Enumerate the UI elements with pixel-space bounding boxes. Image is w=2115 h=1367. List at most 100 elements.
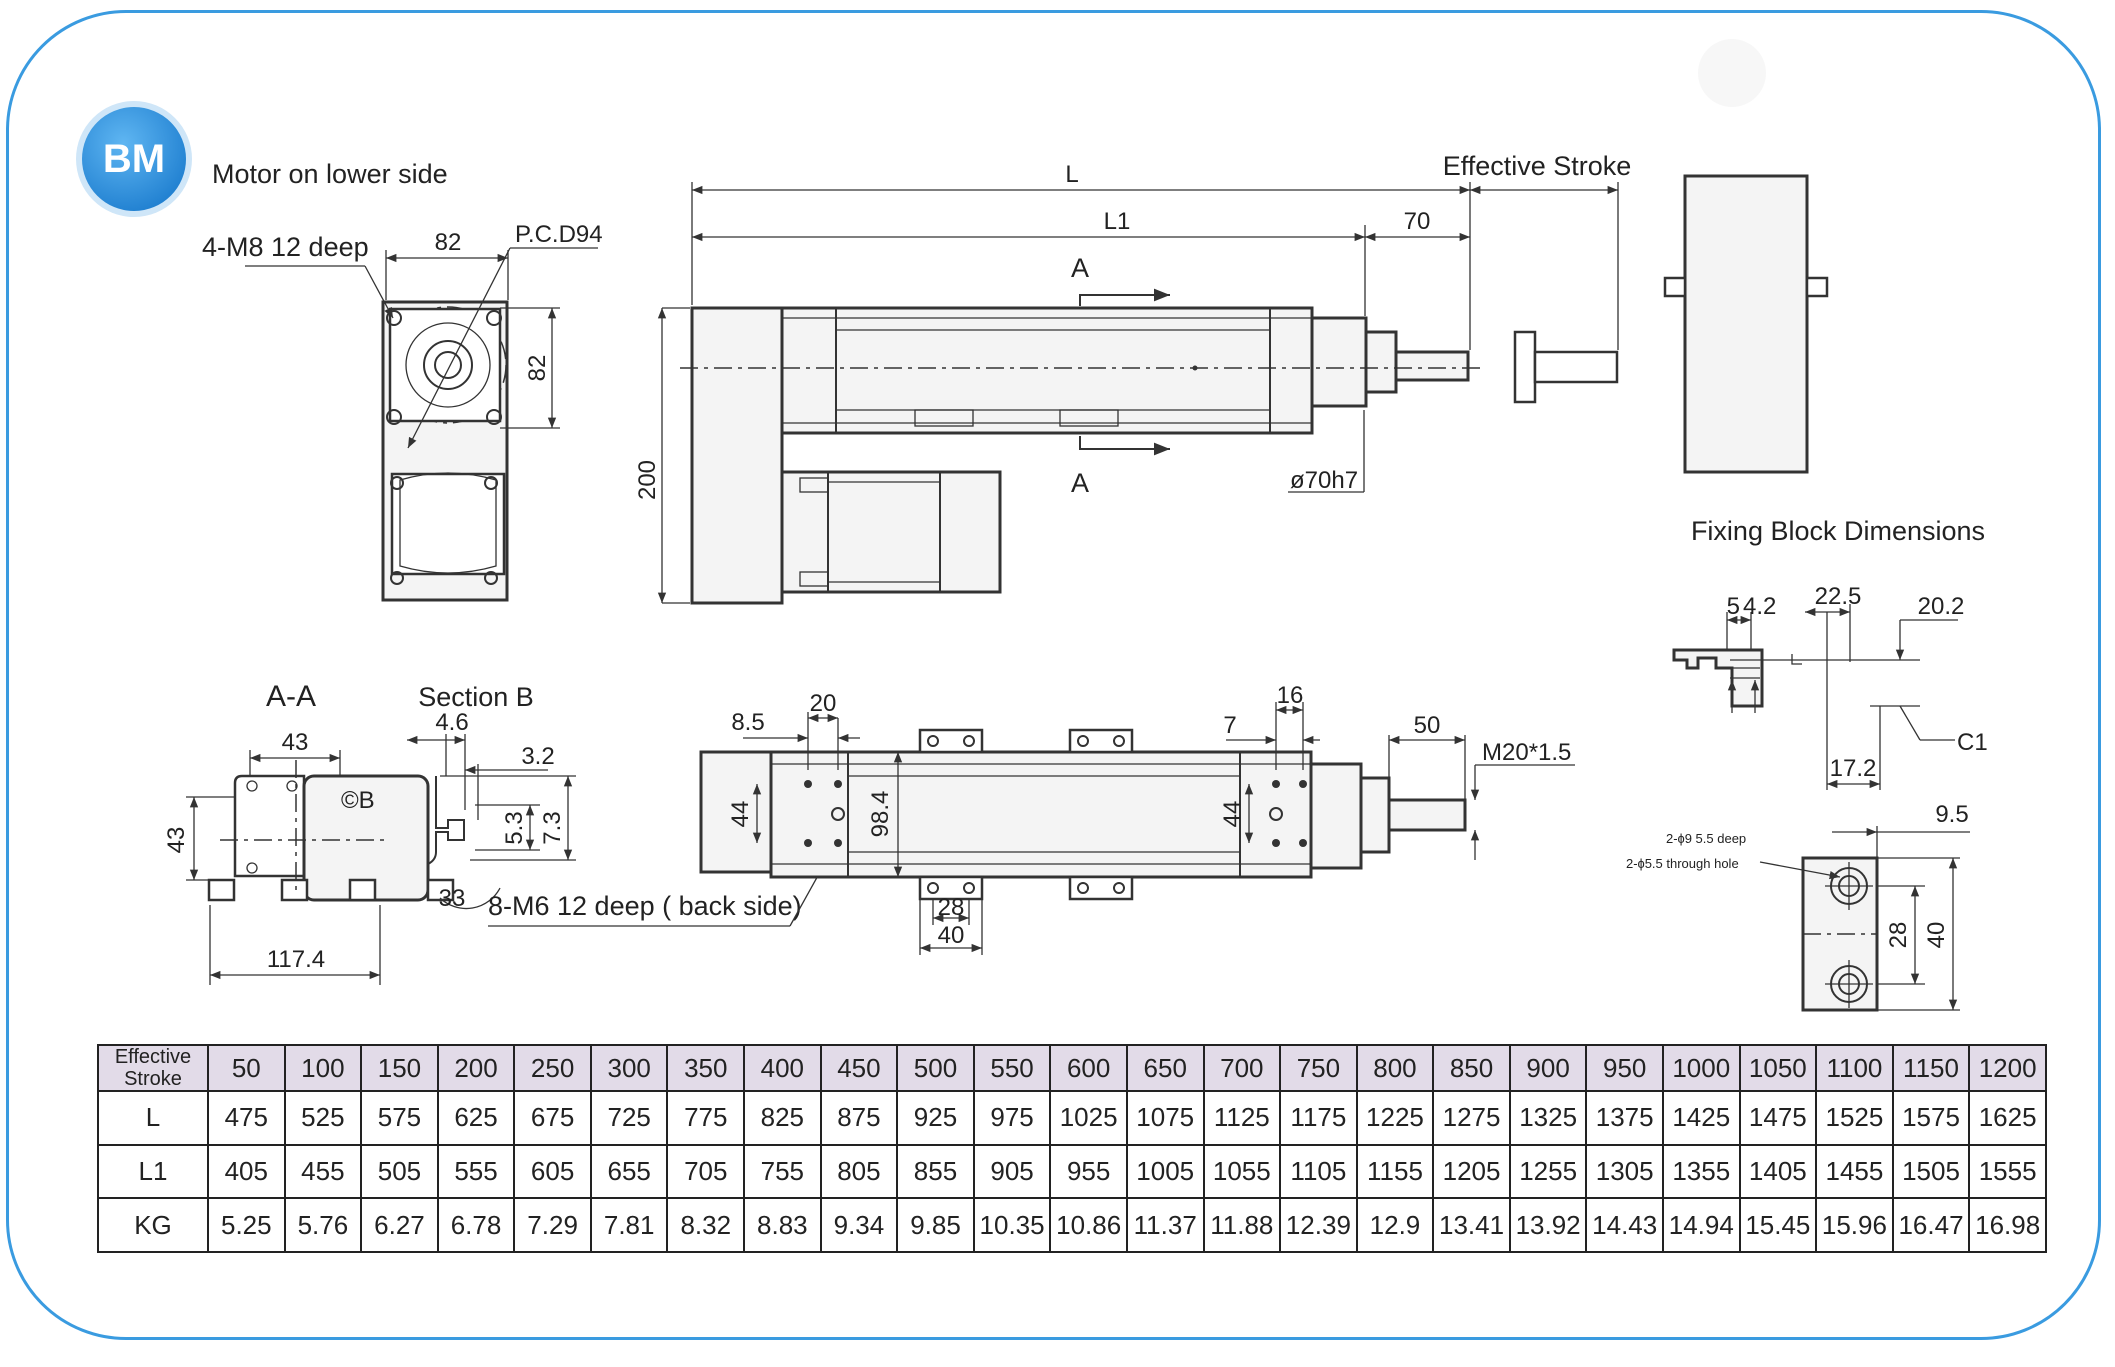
fixing-block-side bbox=[1672, 648, 1802, 708]
stroke-header-cell: 400 bbox=[743, 1044, 822, 1092]
dim-117-4: 117.4 bbox=[267, 946, 325, 973]
fb-dim-5: 5 bbox=[1727, 593, 1740, 620]
dim-44-left: 44 bbox=[727, 801, 754, 828]
stroke-header-cell: 350 bbox=[666, 1044, 746, 1092]
table-cell: 1075 bbox=[1125, 1090, 1205, 1146]
table-cell: 955 bbox=[1049, 1143, 1128, 1200]
bottom-view bbox=[699, 728, 1467, 901]
table-cell: 1125 bbox=[1202, 1090, 1282, 1146]
dim-4-6: 4.6 bbox=[435, 709, 468, 736]
dim-16: 16 bbox=[1277, 682, 1304, 709]
table-cell: 1055 bbox=[1202, 1143, 1282, 1200]
stroke-header-cell: 1000 bbox=[1661, 1044, 1741, 1092]
table-cell: 1175 bbox=[1279, 1090, 1358, 1146]
dim-82-v: 82 bbox=[524, 355, 551, 382]
table-cell: 12.39 bbox=[1279, 1197, 1358, 1253]
effective-stroke-label: Effective Stroke bbox=[1443, 151, 1632, 181]
stroke-header-cell: 100 bbox=[283, 1044, 363, 1092]
table-cell: 825 bbox=[743, 1090, 822, 1146]
dim-70: 70 bbox=[1404, 208, 1431, 235]
badge-text: BM bbox=[103, 137, 165, 181]
stroke-header-cell: 700 bbox=[1202, 1044, 1282, 1092]
stroke-header-cell: 1150 bbox=[1891, 1044, 1971, 1092]
table-cell: 10.86 bbox=[1049, 1197, 1128, 1253]
stroke-header-cell: 450 bbox=[819, 1044, 899, 1092]
stroke-header-cell: 1100 bbox=[1815, 1044, 1894, 1092]
c1-label: C1 bbox=[1957, 729, 1988, 756]
section-a-top: A bbox=[1071, 253, 1089, 283]
table-cell: 675 bbox=[513, 1090, 592, 1146]
table-cell: 855 bbox=[896, 1143, 975, 1200]
fixing-block-front bbox=[1801, 856, 1879, 1012]
fixing-block-view bbox=[1663, 174, 1829, 474]
table-cell: 1025 bbox=[1049, 1090, 1128, 1146]
table-cell: 1625 bbox=[1968, 1090, 2047, 1146]
bm-badge: BM bbox=[76, 101, 192, 217]
section-a-bottom: A bbox=[1071, 468, 1089, 498]
stroke-header-cell: 500 bbox=[896, 1044, 975, 1092]
table-cell: 13.41 bbox=[1432, 1197, 1511, 1253]
m20-label: M20*1.5 bbox=[1482, 739, 1571, 766]
dim-44-right: 44 bbox=[1219, 801, 1246, 828]
table-cell: 5.76 bbox=[283, 1197, 363, 1253]
table-cell: 1555 bbox=[1968, 1143, 2047, 1200]
table-cell: 555 bbox=[436, 1143, 516, 1200]
table-cell: 755 bbox=[743, 1143, 822, 1200]
dim-40: 40 bbox=[938, 922, 965, 949]
dim-28: 28 bbox=[938, 894, 965, 921]
table-cell: 625 bbox=[436, 1090, 516, 1146]
dim-L1: L1 bbox=[1104, 208, 1131, 235]
section-b-view bbox=[427, 776, 501, 910]
table-cell: 805 bbox=[819, 1143, 899, 1200]
fb-dim-17-2: 17.2 bbox=[1830, 755, 1877, 782]
table-cell: 975 bbox=[972, 1090, 1052, 1146]
table-cell: 14.43 bbox=[1585, 1197, 1664, 1253]
hole-note-1: 2-ɸ9 5.5 deep bbox=[1666, 831, 1746, 846]
table-cell: 6.78 bbox=[436, 1197, 516, 1253]
pcd-label: P.C.D94 bbox=[515, 221, 603, 248]
table-cell: 655 bbox=[589, 1143, 669, 1200]
b-mark: ©B bbox=[341, 787, 375, 814]
table-cell: 7.29 bbox=[513, 1197, 592, 1253]
stroke-header-cell: 1050 bbox=[1738, 1044, 1818, 1092]
table-cell: 15.96 bbox=[1815, 1197, 1894, 1253]
front-view bbox=[381, 300, 509, 602]
dim-200: 200 bbox=[634, 460, 661, 500]
table-cell: 7.81 bbox=[589, 1197, 669, 1253]
table-cell: 1105 bbox=[1279, 1143, 1358, 1200]
table-cell: 1455 bbox=[1815, 1143, 1894, 1200]
table-cell: 5.25 bbox=[207, 1197, 286, 1253]
stroke-header-cell: 600 bbox=[1049, 1044, 1128, 1092]
stroke-header-cell: 50 bbox=[207, 1044, 286, 1092]
fb-dim-9-5: 9.5 bbox=[1935, 801, 1968, 828]
table-cell: 1325 bbox=[1508, 1090, 1588, 1146]
stroke-header-cell: 650 bbox=[1125, 1044, 1205, 1092]
table-cell: 16.47 bbox=[1891, 1197, 1971, 1253]
fb-dim-4-2: 4.2 bbox=[1743, 593, 1776, 620]
side-view bbox=[680, 306, 1619, 605]
dim-7: 7 bbox=[1223, 712, 1236, 739]
dim-33: 33 bbox=[439, 885, 466, 912]
table-cell: 1305 bbox=[1585, 1143, 1664, 1200]
dim-5-3: 5.3 bbox=[501, 811, 528, 844]
stroke-header-label: Effective Stroke bbox=[97, 1044, 209, 1092]
dim-3-2: 3.2 bbox=[521, 743, 554, 770]
subtitle: Motor on lower side bbox=[212, 159, 448, 189]
faint-circle bbox=[1698, 39, 1766, 107]
stroke-header-cell: 550 bbox=[972, 1044, 1052, 1092]
table-cell: 8.32 bbox=[666, 1197, 746, 1253]
table-cell: 11.88 bbox=[1202, 1197, 1282, 1253]
table-cell: 14.94 bbox=[1661, 1197, 1741, 1253]
stroke-header-cell: 950 bbox=[1585, 1044, 1664, 1092]
table-cell: 875 bbox=[819, 1090, 899, 1146]
table-cell: 1155 bbox=[1355, 1143, 1435, 1200]
dim-43-side: 43 bbox=[163, 827, 190, 854]
table-cell: 13.92 bbox=[1508, 1197, 1588, 1253]
row-label: L1 bbox=[97, 1143, 209, 1200]
dim-20: 20 bbox=[810, 690, 837, 717]
table-cell: 1355 bbox=[1661, 1143, 1741, 1200]
dim-7-3: 7.3 bbox=[539, 811, 566, 844]
table-cell: 9.34 bbox=[819, 1197, 899, 1253]
